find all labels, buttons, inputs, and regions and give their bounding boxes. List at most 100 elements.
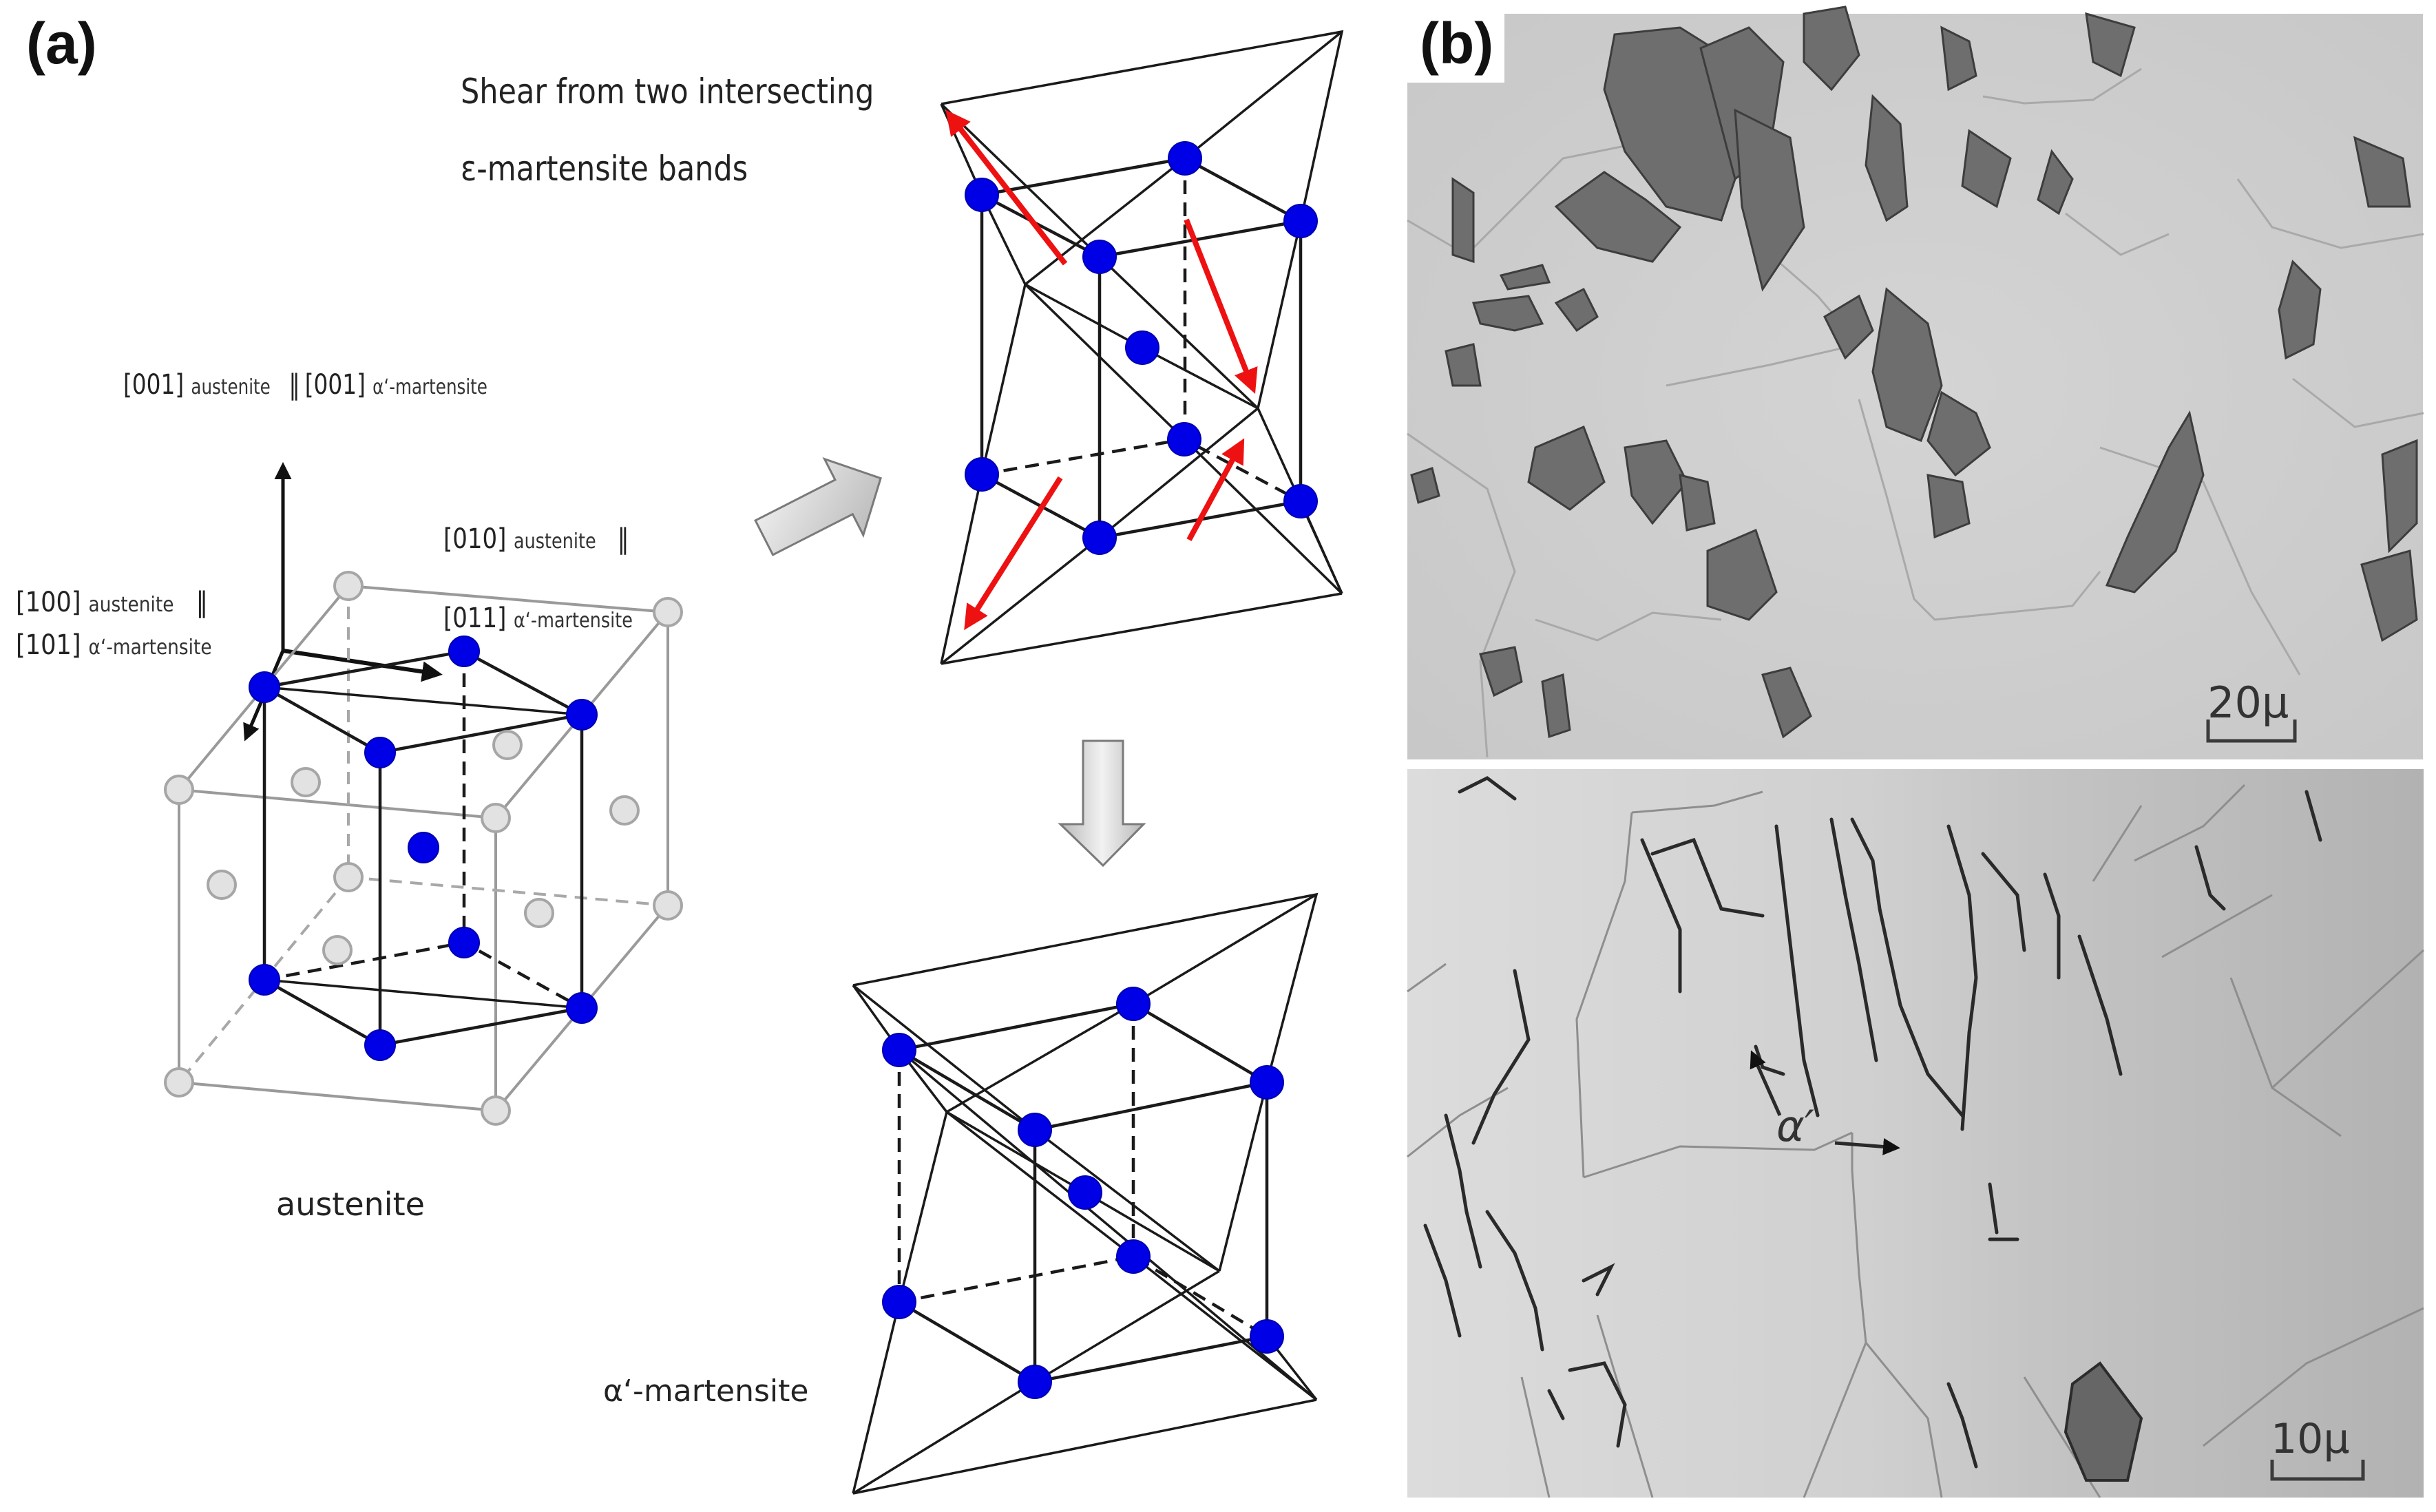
atom [249,964,280,996]
atom [1168,141,1202,176]
atom [566,699,598,731]
austenite-label: austenite [276,1186,425,1223]
atom [448,636,480,667]
atom [965,178,999,212]
bct-atoms [249,636,598,1061]
sheared-cell-atoms [965,141,1318,555]
x-phase-martensite: α‘-martensite [89,635,212,659]
heading-line-2: ε-martensite bands [461,149,748,189]
axis-label-100: [100] austenite ‖ [101] α‘-martensite [16,586,212,661]
atom [1018,1365,1052,1399]
svg-text:[101] α‘-martensite: [101] α‘-martensite [16,629,212,661]
scale-bar-10: 10μ [2270,1415,2365,1481]
shear-arrow [945,109,1068,266]
atom [448,927,480,958]
atom [609,795,640,826]
atom [492,730,523,760]
y-index-martensite: [011] [443,602,506,633]
axis-label-010: [010] austenite ‖ [011] α‘-martensite [443,523,633,633]
atom [481,803,511,833]
atom [364,737,396,768]
svg-text:[010] austenite: [010] austenite ‖ [443,523,629,555]
y-phase-martensite: α‘-martensite [514,608,633,633]
atom [333,571,364,601]
fcc-atoms [164,571,683,1126]
atom [653,597,683,627]
shear-arrow [1186,438,1245,541]
parallel-symbol: ‖ [196,586,209,619]
atom [1283,204,1318,238]
x-index-austenite: [100] [16,586,81,618]
scale-bar-20: 20μ [2206,678,2297,743]
atom [207,870,237,900]
panel-b: 20μ (b) [1398,0,2425,1498]
atom [524,898,554,928]
scale-bar-label: 20μ [2207,678,2289,728]
shear-arrows [945,109,1258,631]
parallel-symbol: ‖ [618,523,629,555]
scale-bar-label: 10μ [2271,1415,2350,1463]
atom [1250,1065,1284,1100]
martensite-plates [1410,6,2418,739]
atom [164,775,194,805]
atom [882,1033,916,1067]
x-phase-austenite: austenite [89,592,174,616]
atom [333,862,364,892]
micrograph-bottom: α′ 10μ [1407,769,2425,1498]
axis-arrow-010 [282,649,443,682]
svg-text:[001] austenite: [001] austenite ‖ [001] α‘-martensite [123,368,487,401]
alpha-prime-annotation: α′ [1750,1050,1900,1155]
axis-label-001: [001] austenite ‖ [001] α‘-martensite [123,368,487,401]
svg-text:[011] α‘-martensite: [011] α‘-martensite [443,602,633,633]
grain-boundaries [1407,784,2425,1498]
martensite-label: α‘-martensite [603,1374,808,1409]
atom [882,1285,916,1319]
atom [965,457,999,492]
martensite-patch [2064,1361,2143,1482]
atom [1167,422,1201,456]
atom [1082,240,1117,274]
atom [1116,987,1151,1021]
process-arrow-right [754,456,882,556]
atom [291,767,321,797]
x-index-martensite: [101] [16,629,81,661]
alpha-prime-label: α′ [1776,1101,1814,1151]
svg-text:[100] austenite: [100] austenite ‖ [16,586,208,619]
atom [1018,1113,1052,1147]
sheared-cell [940,30,1344,665]
z-index-martensite: [001] [305,368,366,401]
atom [249,671,280,703]
z-index-austenite: [001] [123,368,184,401]
heading-line-1: Shear from two intersecting [461,72,874,112]
atom [1250,1319,1284,1354]
panel-b-label: (b) [1420,11,1493,76]
panel-a: (a) Shear from two intersecting ε-marten… [16,11,1344,1495]
grain-boundaries [1407,67,2424,758]
parallel-symbol: ‖ [288,368,300,401]
z-phase-austenite: austenite [191,376,270,399]
atom [322,935,353,965]
atom [1125,330,1159,365]
y-index-austenite: [010] [443,523,506,554]
atom [1082,521,1117,555]
atom [653,890,683,921]
atom [481,1095,511,1126]
atom [364,1029,396,1061]
process-arrow-down [1058,739,1146,868]
atom [164,1067,194,1098]
atom [566,992,598,1024]
shear-arrow [964,476,1063,631]
micrograph-top: 20μ [1407,6,2424,759]
bct-cell-edges [260,649,587,1047]
y-phase-austenite: austenite [514,529,596,554]
fcc-cube-edges [178,585,669,1113]
atom [1068,1175,1102,1210]
martensite-cell-atoms [882,987,1284,1399]
panel-a-label: (a) [26,11,97,76]
austenite-unit-cell [164,571,683,1126]
shear-arrow [1184,218,1258,395]
martensite-cell [852,892,1319,1495]
z-phase-martensite: α‘-martensite [372,376,487,399]
shear-heading: Shear from two intersecting ε-martensite… [461,72,874,189]
